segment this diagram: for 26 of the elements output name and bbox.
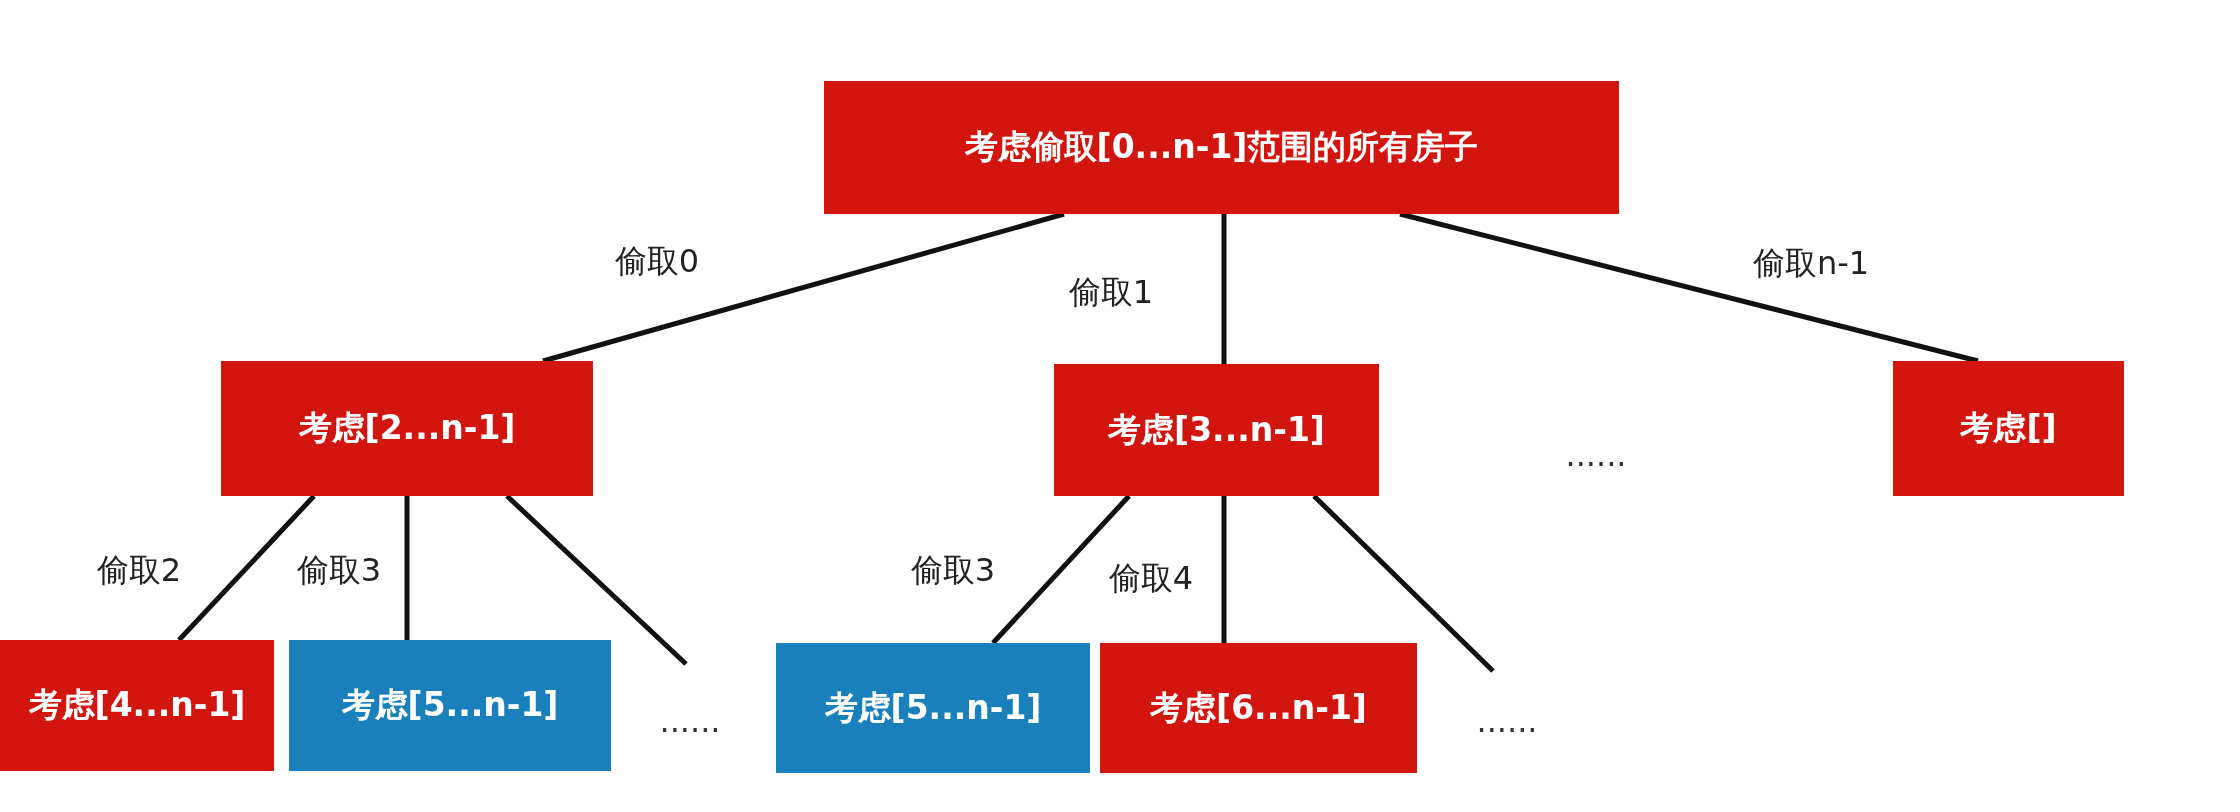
connector-line [1221, 496, 1227, 643]
node-label: 考虑[5...n-1] [341, 684, 559, 726]
node-label: 考虑偷取[0...n-1]范围的所有房子 [964, 126, 1479, 168]
connector-line [177, 494, 316, 642]
node-label: 考虑[5...n-1] [824, 686, 1042, 729]
node-label: 考虑[] [1960, 407, 2057, 449]
node-label: 考虑[3...n-1] [1108, 408, 1325, 451]
tree-node-box [0, 640, 274, 771]
ellipsis-label: ...... [1565, 436, 1627, 474]
node-label: 考虑[6...n-1] [1150, 686, 1367, 729]
ellipsis-label: ...... [659, 702, 721, 740]
tree-node-box [1100, 643, 1417, 773]
connector-line [1312, 494, 1495, 673]
tree-node-box [221, 361, 593, 496]
connector-line [1221, 214, 1227, 364]
connector-line [991, 494, 1131, 645]
connector-line [404, 496, 410, 640]
tree-node-box [289, 640, 611, 771]
tree-node-box [1893, 361, 2124, 496]
node-label: 考虑[4...n-1] [28, 684, 246, 726]
tree-node-box [776, 643, 1090, 773]
tree-node-box [824, 81, 1619, 214]
connector-line [505, 494, 688, 666]
node-label: 考虑[2...n-1] [298, 407, 516, 449]
tree-node-box [1054, 364, 1379, 496]
ellipsis-label: ...... [1476, 702, 1538, 740]
